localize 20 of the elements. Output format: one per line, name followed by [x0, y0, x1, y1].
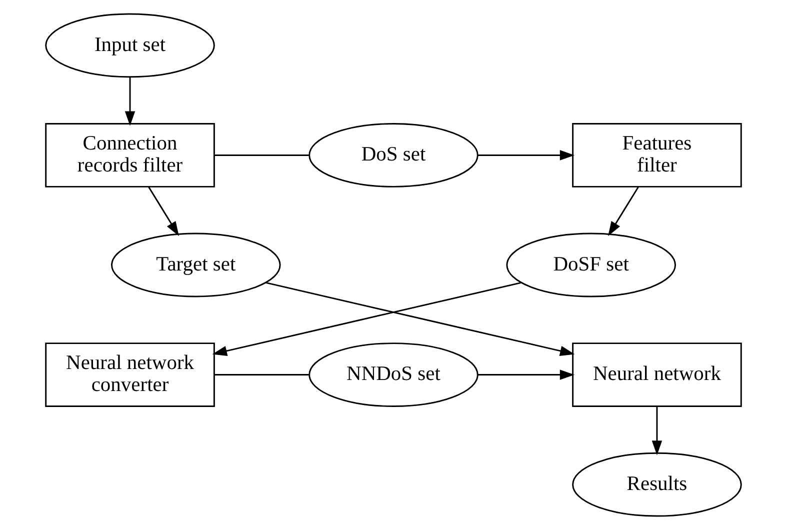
arrow: [266, 282, 575, 356]
node-ellipse: DoSF set: [506, 232, 676, 298]
node-box: Connection records filter: [45, 123, 215, 188]
node-ellipse: NNDoS set: [308, 342, 478, 407]
node-ellipse: Input set: [45, 13, 215, 78]
node-ellipse: DoS set: [308, 123, 478, 188]
connector: [214, 374, 309, 376]
arrow: [148, 186, 179, 236]
node-box: Features filter: [572, 123, 742, 188]
arrow: [124, 77, 136, 126]
arrow: [478, 150, 575, 160]
node-box: Neural network: [572, 342, 742, 407]
node-box: Neural network converter: [45, 342, 215, 407]
arrow: [212, 282, 522, 356]
connector: [214, 154, 309, 156]
arrow: [652, 406, 662, 456]
arrow: [478, 370, 575, 380]
node-ellipse: Results: [572, 452, 742, 517]
arrow: [608, 186, 639, 236]
node-ellipse: Target set: [111, 232, 281, 298]
